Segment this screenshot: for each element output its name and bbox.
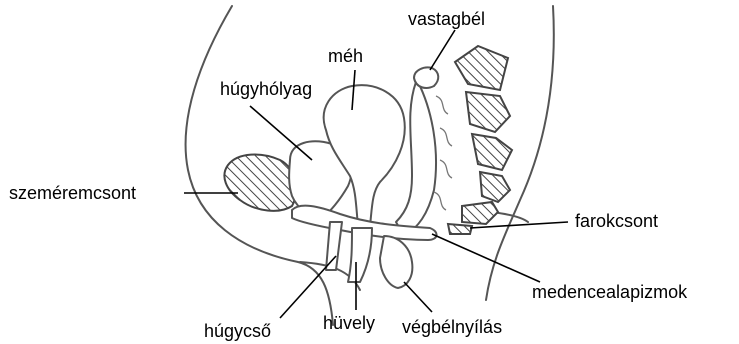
leader-vegbelnyilas [404, 282, 432, 312]
rectum [396, 82, 436, 236]
leader-hugyholyag [250, 106, 312, 160]
vertebra-segment [466, 92, 510, 132]
label-huvely: hüvely [323, 313, 375, 333]
label-hugycso: húgycső [204, 321, 271, 341]
urethra [326, 222, 342, 270]
anal-canal [380, 236, 412, 288]
coccyx-segment [462, 202, 498, 224]
vagina [348, 228, 372, 282]
colon-top [414, 67, 438, 87]
coccyx-segment [448, 224, 472, 234]
label-hugyholyag: húgyhólyag [220, 79, 312, 99]
sacrum-coccyx [448, 46, 512, 234]
leader-medencealapizmok [432, 234, 540, 282]
pubic-bone [224, 155, 296, 211]
vertebra-segment [455, 46, 508, 90]
label-vastagbel: vastagbél [408, 9, 485, 29]
label-farokcsont: farokcsont [575, 211, 658, 231]
leader-vastagbel [430, 30, 455, 70]
vertebra-segment [472, 134, 512, 170]
label-meh: méh [328, 46, 363, 66]
vertebra-segment [480, 172, 510, 202]
label-medencealapizmok: medencealapizmok [532, 282, 687, 302]
label-vegbelnyilas: végbélnyílás [402, 317, 502, 337]
label-szeremcsont: szeméremcsont [9, 183, 136, 203]
